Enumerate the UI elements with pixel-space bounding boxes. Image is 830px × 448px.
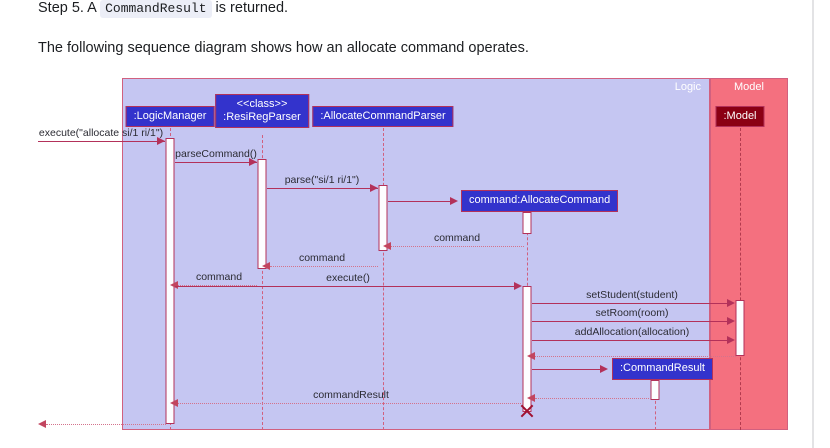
arrowhead-return-command-result [170, 398, 178, 407]
message-label-add-allocation: addAllocation(allocation) [574, 326, 690, 338]
destruction-marker-allocate-command [519, 403, 535, 419]
message-line-return-to-actor [46, 424, 166, 425]
participant-model-label: :Model [723, 110, 757, 122]
arrowhead-parse [370, 183, 378, 192]
arrowhead-return-command-to-parser [383, 241, 391, 250]
message-line-execute-command [38, 141, 165, 142]
arrowhead-return-from-command-result [527, 393, 535, 402]
diagram-intro-text: The following sequence diagram shows how… [38, 40, 529, 56]
allocate-command-sequence-diagram: Logic Model :LogicManager <<class>> :Res… [0, 78, 790, 434]
arrowhead-execute-command [157, 136, 165, 145]
participant-logicmanager-label: :LogicManager [133, 110, 207, 122]
arrowhead-set-room [727, 316, 735, 325]
participant-resiregparser-stereotype: <<class>> [236, 98, 288, 110]
lifeline-resiregparser [262, 135, 263, 430]
step-description: Step 5. A CommandResult is returned. [38, 0, 288, 19]
object-allocate-command-label: command:AllocateCommand [469, 194, 611, 206]
message-label-return-command-to-resireg: command [298, 252, 346, 264]
participant-allocatecommandparser-label: :AllocateCommandParser [320, 110, 446, 122]
message-label-set-student: setStudent(student) [586, 289, 678, 301]
page-scrollbar[interactable] [812, 0, 814, 448]
object-command-result-label: :CommandResult [620, 362, 705, 374]
arrowhead-execute [514, 281, 522, 290]
message-line-execute [175, 286, 518, 287]
message-line-create-command-result [532, 369, 604, 370]
message-label-parse-command: parseCommand() [175, 148, 257, 160]
activation-allocatecommand-execute [522, 286, 532, 412]
partition-model: Model [710, 78, 788, 430]
message-line-set-room [532, 321, 731, 322]
arrowhead-create-allocate-command [450, 196, 458, 205]
participant-resiregparser-label: :ResiRegParser [223, 110, 301, 123]
lifeline-commandresult [655, 380, 656, 430]
message-line-create-allocate-command [388, 201, 454, 202]
message-label-execute: execute() [326, 272, 370, 284]
activation-allocatecommandparser [378, 185, 388, 251]
partition-logic-label: Logic [674, 81, 701, 93]
participant-allocatecommandparser[interactable]: :AllocateCommandParser [312, 106, 454, 127]
message-line-return-from-command-result [535, 398, 651, 399]
partition-model-label: Model [734, 81, 764, 93]
activation-commandresult [650, 380, 660, 400]
activation-model [735, 300, 745, 356]
object-allocate-command[interactable]: command:AllocateCommand [461, 190, 619, 212]
activation-resiregparser [257, 159, 267, 269]
message-line-return-command-result [178, 403, 523, 404]
step-suffix-text: is returned. [215, 0, 289, 16]
message-line-return-command-to-parser [391, 246, 524, 247]
lifeline-allocatecommandparser [383, 128, 384, 430]
object-command-result[interactable]: :CommandResult [612, 358, 713, 380]
arrowhead-create-command-result [600, 364, 608, 373]
arrowhead-parse-command [249, 157, 257, 166]
message-line-parse-command [175, 162, 257, 163]
arrowhead-return-command-to-resireg [262, 261, 270, 270]
participant-model[interactable]: :Model [715, 106, 765, 127]
arrowhead-add-allocation [727, 335, 735, 344]
message-label-return-command-result: commandResult [313, 389, 389, 401]
command-result-code-span: CommandResult [100, 0, 212, 18]
message-label-return-command-to-parser: command [433, 232, 481, 244]
message-label-execute-command: execute("allocate si/1 ri/1") [38, 127, 164, 139]
message-label-parse: parse("si/1 ri/1") [284, 174, 360, 186]
message-label-return-command-to-logicmanager: command [195, 271, 243, 283]
step-prefix-text: Step 5. A [38, 0, 97, 16]
message-line-return-from-model [535, 356, 736, 357]
activation-allocatecommand-create [522, 212, 532, 234]
message-line-return-command-to-resireg [270, 266, 378, 267]
message-line-return-command-to-logicmanager [178, 285, 257, 286]
message-line-parse [267, 188, 378, 189]
message-line-set-student [532, 303, 731, 304]
participant-logicmanager[interactable]: :LogicManager [125, 106, 215, 127]
arrowhead-set-student [727, 298, 735, 307]
arrowhead-return-to-actor [38, 419, 46, 428]
participant-resiregparser[interactable]: <<class>> :ResiRegParser [215, 94, 309, 128]
lifeline-model [740, 128, 741, 430]
arrowhead-return-from-model [527, 351, 535, 360]
message-label-set-room: setRoom(room) [595, 307, 669, 319]
message-line-add-allocation [532, 340, 731, 341]
arrowhead-return-command-to-logicmanager [170, 280, 178, 289]
